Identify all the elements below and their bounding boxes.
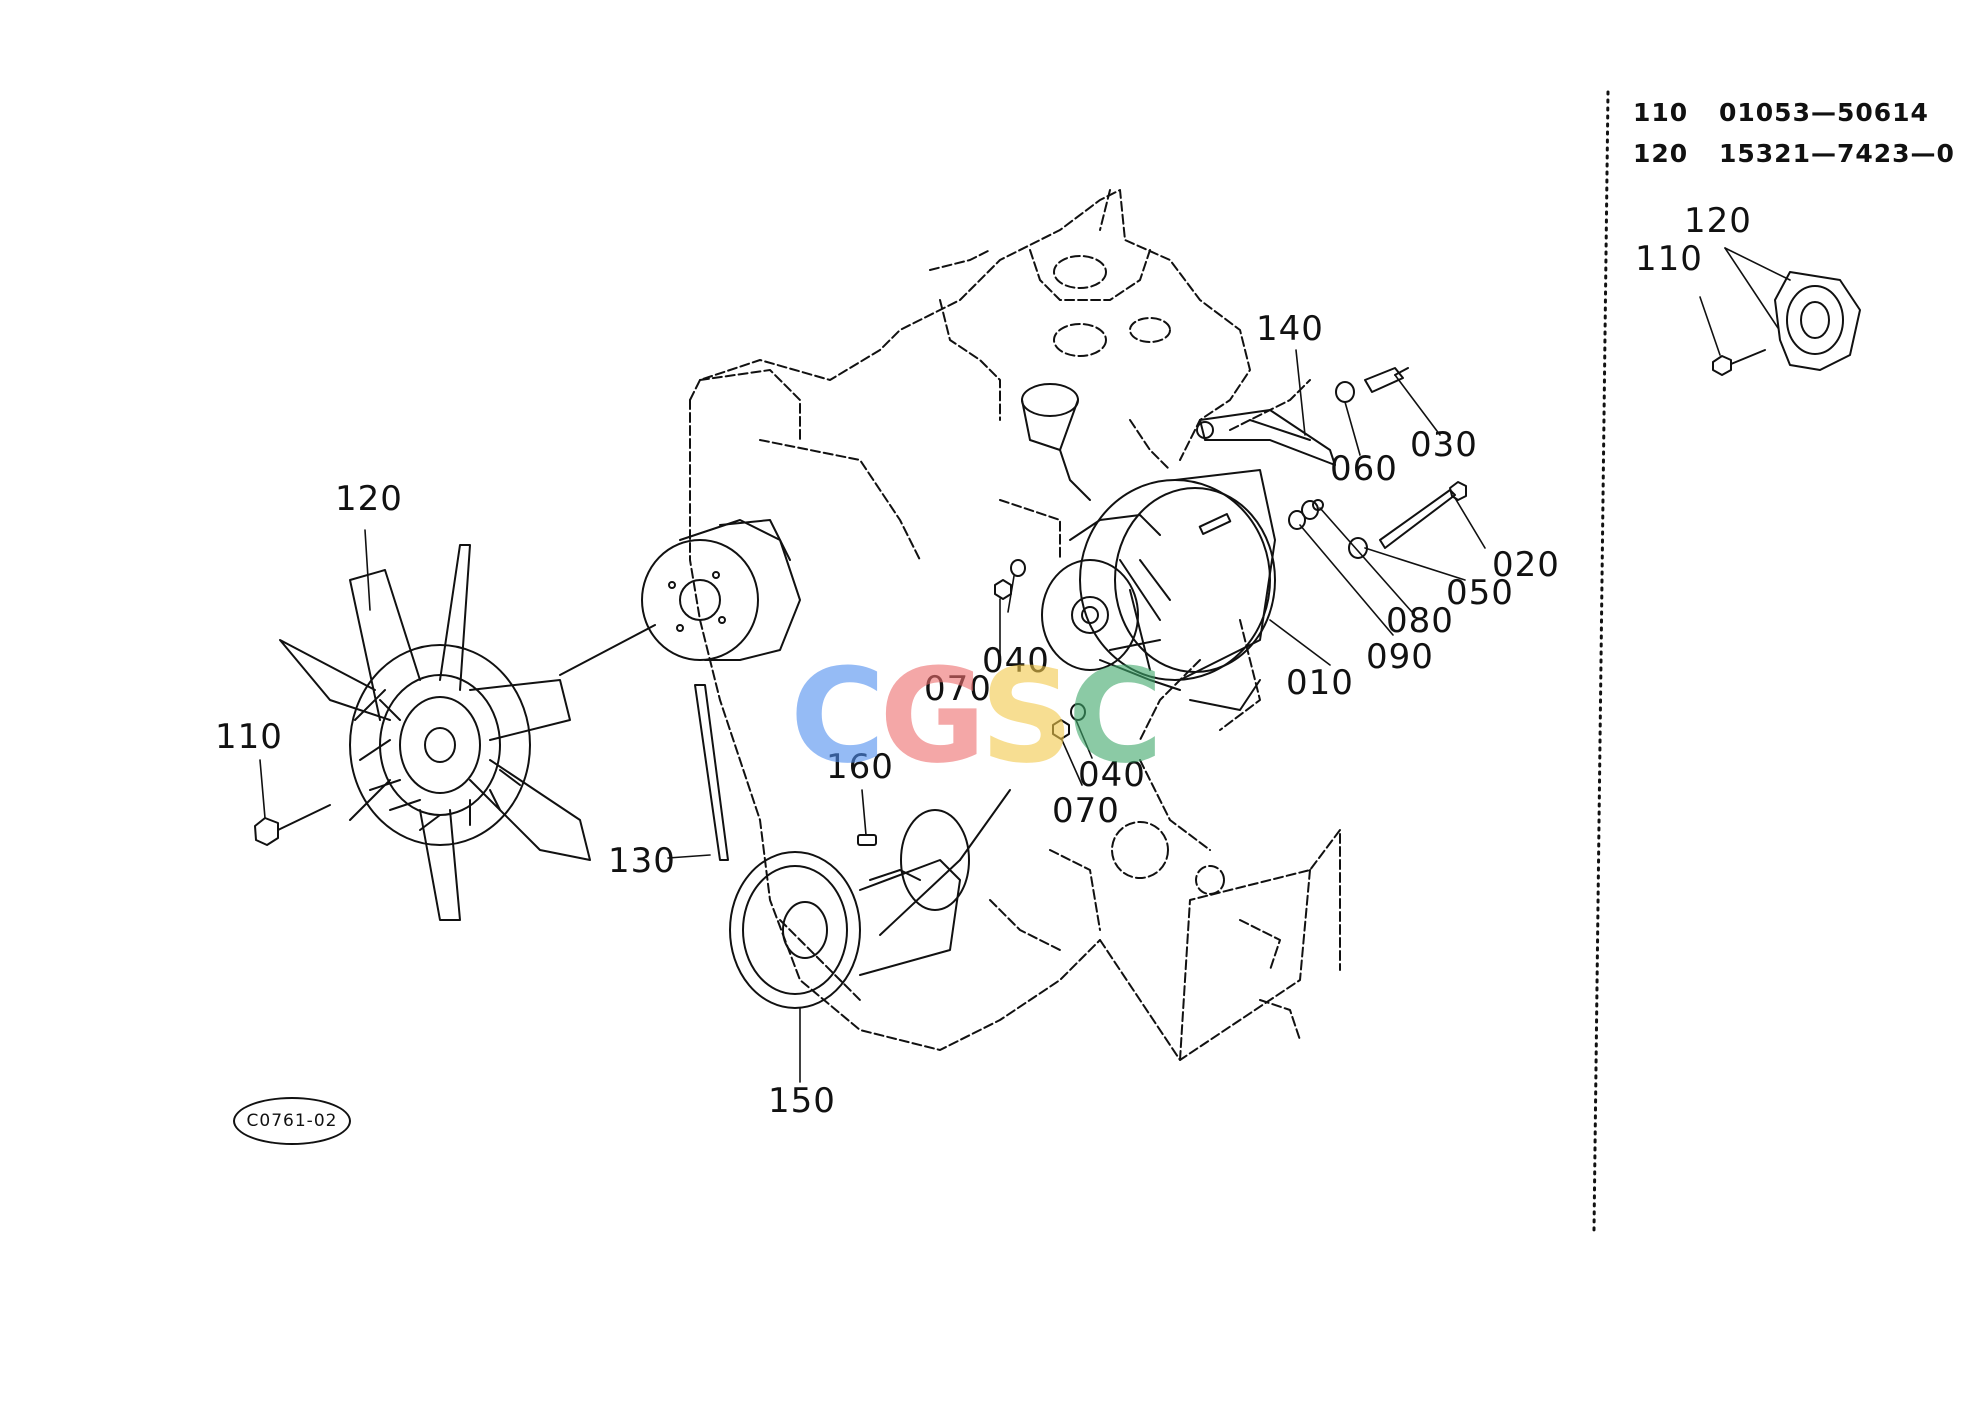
- callout-140: 140: [1256, 309, 1324, 349]
- callout-040-upper: 040: [982, 641, 1050, 681]
- coolant-outlet: [1021, 383, 1091, 501]
- callout-040-lower: 040: [1078, 755, 1146, 795]
- callout-150: 150: [768, 1081, 836, 1121]
- v-belt: [694, 684, 729, 861]
- part-number-ref: 110: [1633, 98, 1689, 127]
- callout-050: 050: [1446, 573, 1514, 613]
- parts-row-120: 120 15321—7423—0: [1633, 139, 1955, 168]
- callout-160: 160: [826, 747, 894, 787]
- callout-070-lower: 070: [1052, 791, 1120, 831]
- parts-row-110: 110 01053—50614: [1633, 98, 1929, 127]
- callout-030: 030: [1410, 425, 1478, 465]
- watermark-letter: C: [1067, 640, 1163, 792]
- crankshaft-pulley: [729, 789, 1011, 1009]
- callout-010: 010: [1286, 663, 1354, 703]
- inset-separator: [1592, 90, 1610, 1232]
- callout-020: 020: [1492, 545, 1560, 585]
- pulley-key: [857, 834, 877, 846]
- callout-120: 120: [335, 479, 403, 519]
- inset-callout-120: 120: [1684, 201, 1752, 241]
- callout-070-upper: 070: [924, 669, 992, 709]
- part-code: 01053—50614: [1719, 98, 1929, 127]
- alternator: [1041, 469, 1276, 711]
- callout-060: 060: [1330, 449, 1398, 489]
- part-number-ref: 120: [1633, 139, 1689, 168]
- leader-lines: [259, 349, 1486, 1083]
- cooling-fan: [279, 544, 656, 921]
- watermark-logo: CGSC: [790, 640, 1163, 792]
- water-pump-pulley: [641, 519, 801, 661]
- diagram-reference-code: C0761-02: [233, 1097, 351, 1145]
- watermark-letter: G: [879, 640, 986, 792]
- watermark-letter: C: [790, 640, 885, 792]
- callout-080: 080: [1386, 601, 1454, 641]
- inset-callout-110: 110: [1635, 239, 1703, 279]
- watermark-letter: S: [980, 640, 1074, 792]
- callout-130: 130: [608, 841, 676, 881]
- fan-bolt: [254, 804, 331, 846]
- adjusting-bracket: [1196, 409, 1336, 466]
- engine-block: [689, 189, 1341, 1061]
- callout-110: 110: [215, 717, 283, 757]
- callout-labels: 120 110 130 150 160 140 030 060 020 050 …: [215, 201, 1752, 1121]
- inset-fan-spacer: [1699, 247, 1861, 376]
- callout-090: 090: [1366, 637, 1434, 677]
- part-code: 15321—7423—0: [1719, 139, 1955, 168]
